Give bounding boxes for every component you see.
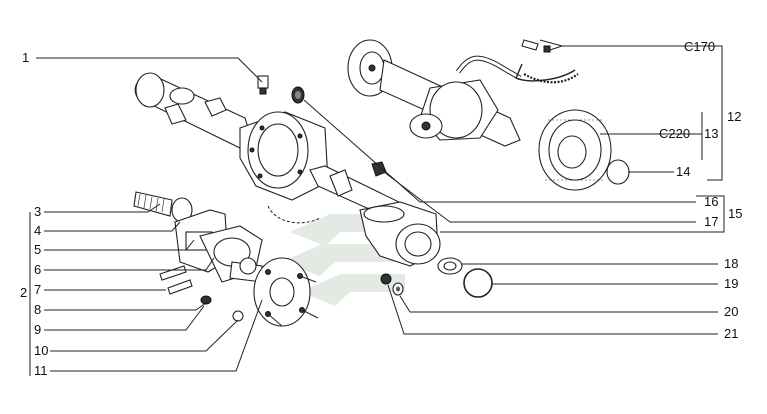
seal-ring-part — [437, 257, 463, 275]
breather-part — [257, 75, 269, 95]
label-1: 1 — [22, 50, 29, 65]
complete-axle-assembly — [347, 39, 630, 191]
label-15: 15 — [728, 206, 742, 221]
pinion-assembly — [133, 191, 319, 327]
nut-part — [371, 161, 387, 177]
plug-part — [291, 86, 305, 104]
label-19: 19 — [724, 276, 738, 291]
callout-labels: 1 2 3 4 5 6 7 8 9 10 11 12 13 14 15 16 1… — [20, 39, 742, 378]
label-6: 6 — [34, 262, 41, 277]
label-17: 17 — [704, 214, 718, 229]
label-7: 7 — [34, 282, 41, 297]
label-8: 8 — [34, 302, 41, 317]
small-fasteners — [380, 273, 404, 296]
label-10: 10 — [34, 343, 48, 358]
axle-housing — [134, 72, 406, 224]
label-14: 14 — [676, 164, 690, 179]
label-18: 18 — [724, 256, 738, 271]
label-11: 11 — [34, 363, 48, 378]
c170-cable — [515, 39, 579, 84]
label-c170: C170 — [684, 39, 715, 54]
label-13: 13 — [704, 126, 718, 141]
label-2: 2 — [20, 285, 27, 300]
label-c220: C220 — [659, 126, 690, 141]
label-12: 12 — [727, 109, 741, 124]
label-20: 20 — [724, 304, 738, 319]
hub-knuckle — [359, 201, 441, 267]
leader-lines — [29, 39, 725, 376]
label-3: 3 — [34, 204, 41, 219]
label-4: 4 — [34, 223, 41, 238]
label-5: 5 — [34, 242, 41, 257]
label-21: 21 — [724, 326, 738, 341]
label-16: 16 — [704, 194, 718, 209]
label-9: 9 — [34, 322, 41, 337]
o-ring-part — [463, 268, 493, 298]
